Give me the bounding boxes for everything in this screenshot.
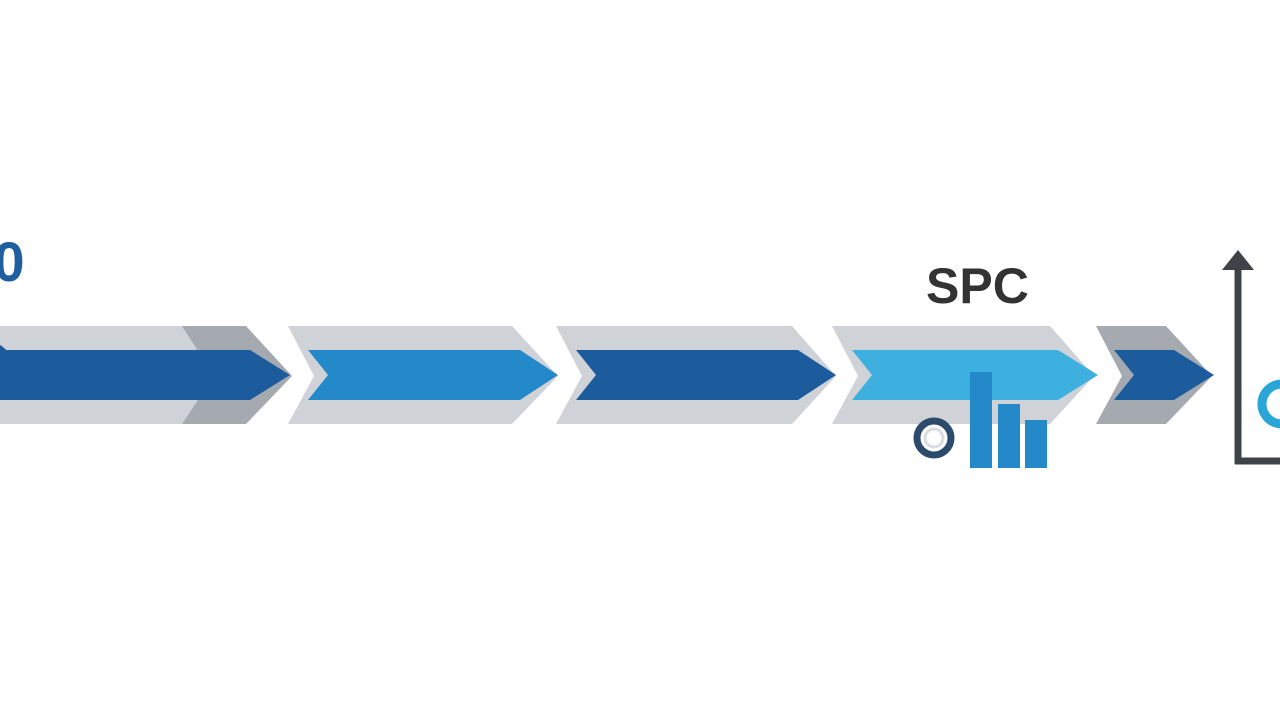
step-5-chevron [1114,350,1214,400]
process-step-1 [0,326,292,424]
bar-chart-bar-2 [998,404,1020,468]
spc-label: SPC [926,258,1029,314]
bar-chart-bar-3 [1025,420,1047,468]
step-2-chevron [308,350,558,400]
process-step-5 [1096,326,1214,424]
bar-chart-bar-1 [970,372,992,468]
version-label: .0 [0,230,25,293]
bar-chart-icon [970,372,1047,468]
donut-icon [913,417,955,459]
axis-arrow-head [1222,250,1254,270]
process-step-3 [556,326,836,424]
step-3-chevron [576,350,836,400]
circle-icon [0,344,13,392]
process-step-4 [832,326,1098,424]
step-1-chevron [0,350,290,400]
axis-chart-icon [1222,250,1280,465]
process-step-2 [288,326,558,424]
